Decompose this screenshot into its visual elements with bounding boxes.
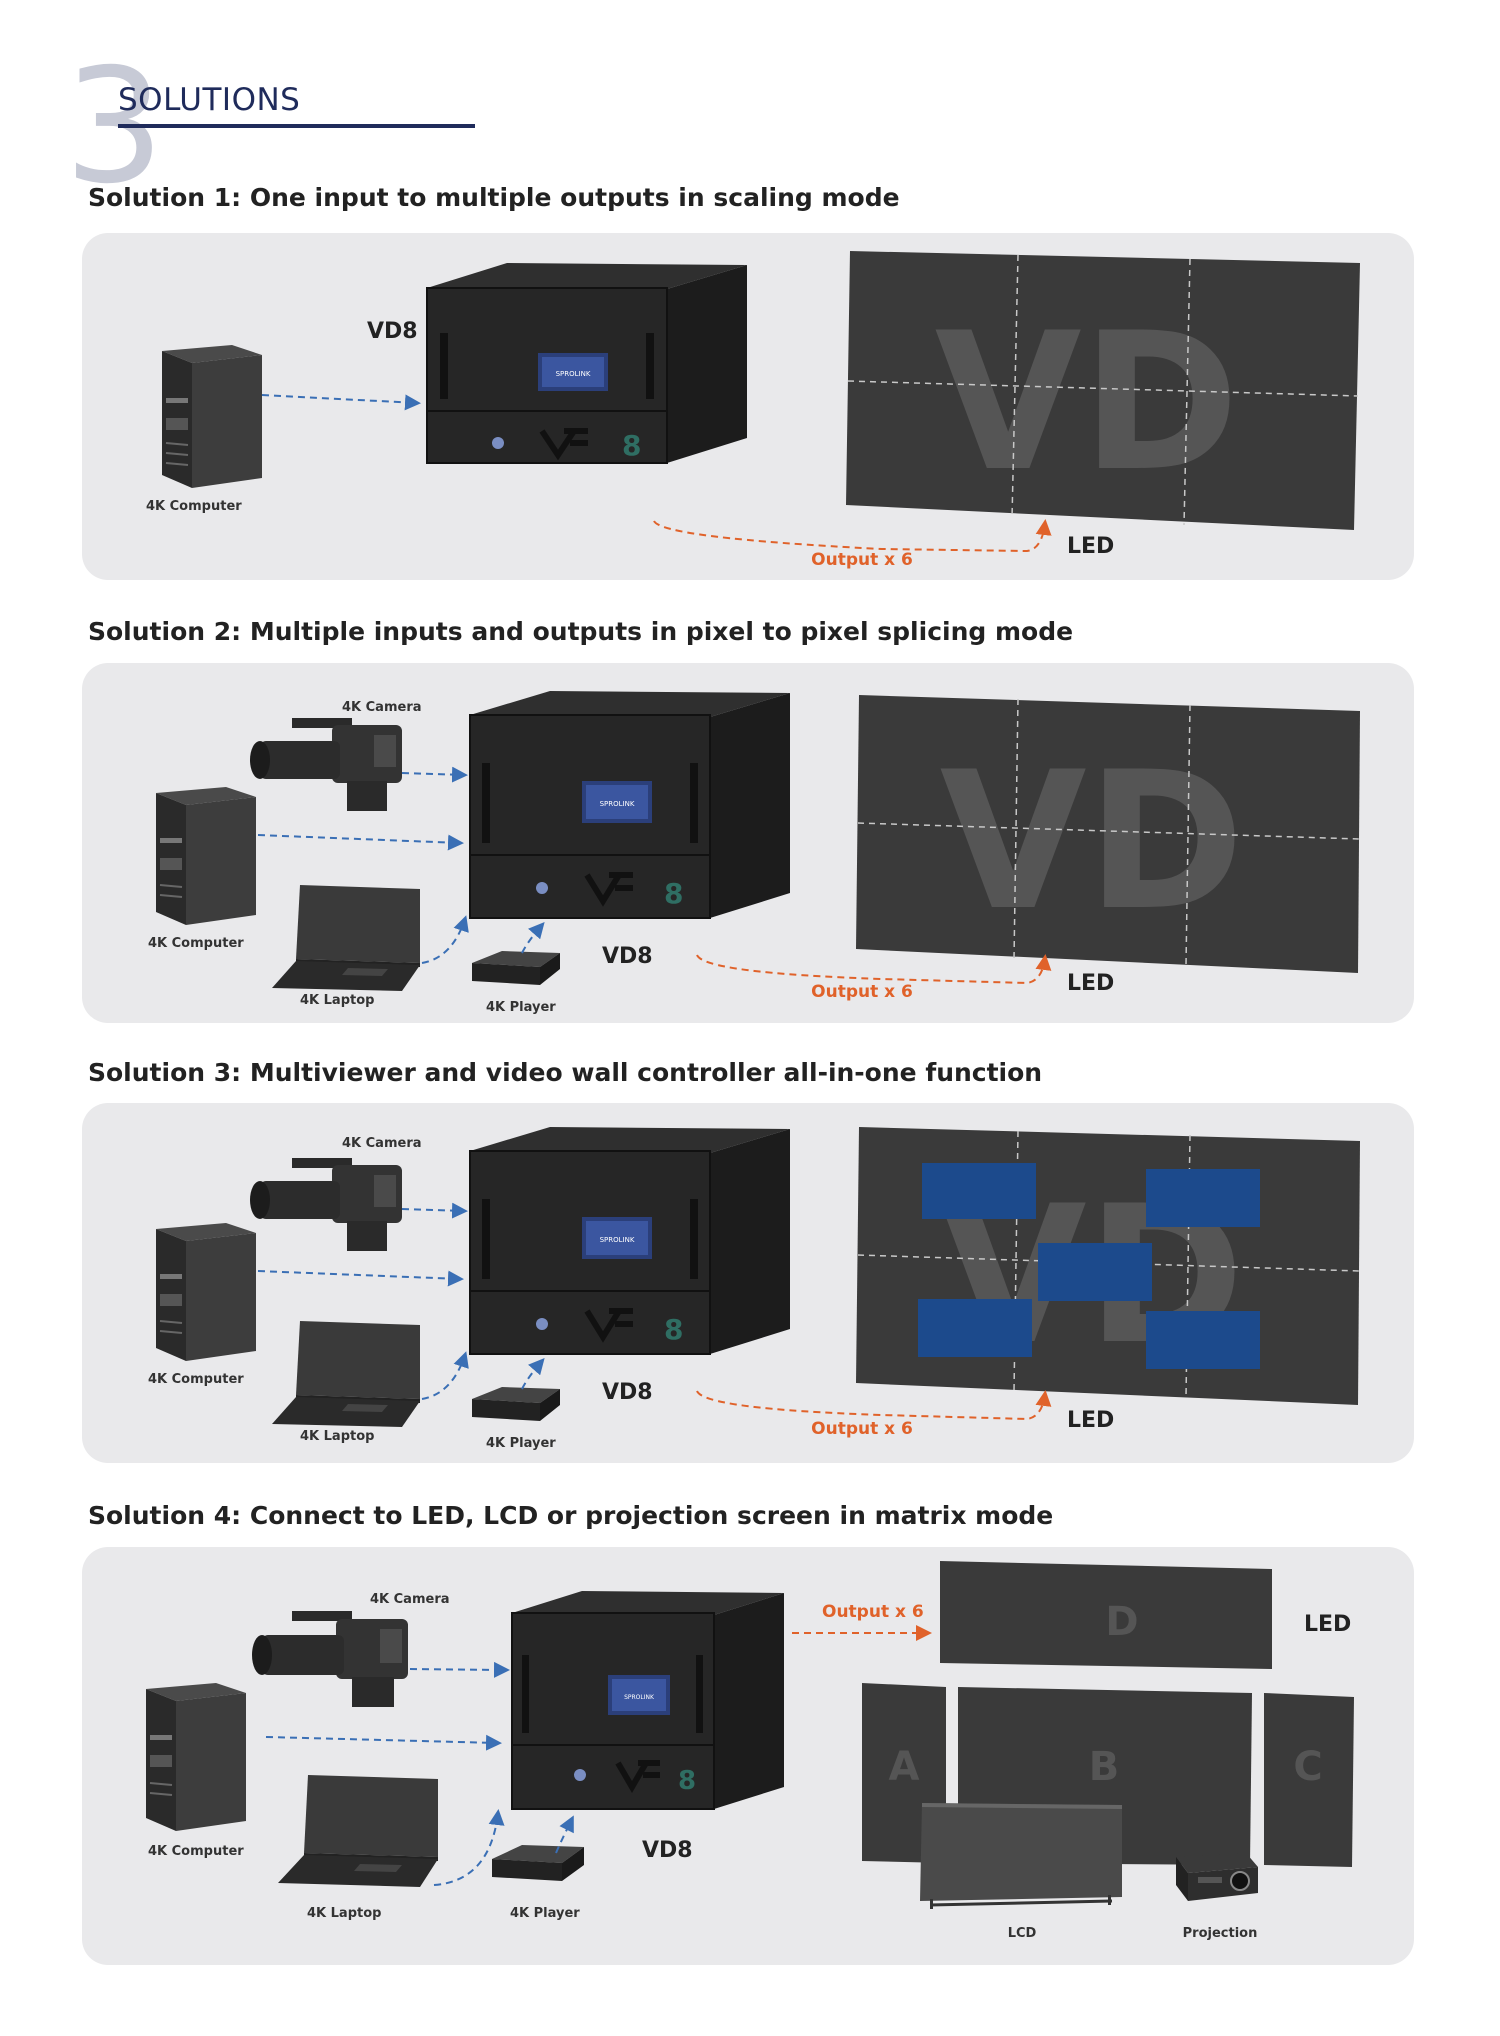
rack-controller-icon: SPROLINK 8 (511, 1591, 784, 1810)
media-player-icon (472, 1387, 560, 1421)
source-label-4k-camera: 4K Camera (342, 1136, 422, 1151)
lcd-label: LCD (1008, 1926, 1037, 1941)
computer-tower-icon (156, 787, 256, 925)
solution-1-heading: Solution 1: One input to multiple output… (88, 183, 900, 212)
device-label-vd8: VD8 (367, 319, 418, 344)
lcd-display-icon (920, 1803, 1122, 1909)
svg-text:8: 8 (622, 429, 641, 462)
device-brand: SPROLINK (624, 1694, 655, 1701)
rack-controller-icon: SPROLINK 8 (469, 1127, 790, 1355)
projector-icon (1176, 1853, 1258, 1901)
source-label-4k-computer: 4K Computer (148, 1372, 244, 1387)
led-wall-icon: VD (846, 251, 1360, 530)
solution-2-heading: Solution 2: Multiple inputs and outputs … (88, 617, 1074, 646)
computer-tower-icon (146, 1683, 246, 1831)
multiview-window (922, 1163, 1036, 1219)
solution-4-diagram: 4K Camera 4K Computer 4K Laptop 4K Playe… (146, 1561, 1354, 1941)
svg-text:8: 8 (678, 1766, 696, 1796)
solution-3-panel: 4K Camera 4K Computer 4K Laptop 4K Playe… (82, 1103, 1414, 1463)
multiview-window (918, 1299, 1032, 1357)
solution-4-panel: 4K Camera 4K Computer 4K Laptop 4K Playe… (82, 1547, 1414, 1965)
svg-text:B: B (1089, 1744, 1120, 1790)
source-label-4k-player: 4K Player (486, 1000, 556, 1015)
solution-3-diagram: 4K Camera 4K Computer 4K Laptop 4K Playe… (148, 1127, 1360, 1451)
svg-text:A: A (889, 1744, 920, 1790)
solution-4-heading: Solution 4: Connect to LED, LCD or proje… (88, 1501, 1054, 1530)
section-title: SOLUTIONS (118, 82, 301, 118)
source-label-4k-laptop: 4K Laptop (300, 993, 374, 1008)
led-screen-d: D (940, 1561, 1272, 1669)
source-label-4k-computer: 4K Computer (148, 936, 244, 951)
source-label-4k-laptop: 4K Laptop (300, 1429, 374, 1444)
laptop-icon (272, 1321, 420, 1427)
solution-3-heading: Solution 3: Multiviewer and video wall c… (88, 1058, 1043, 1087)
source-label-4k-player: 4K Player (510, 1906, 580, 1921)
laptop-icon (272, 885, 420, 991)
device-label-vd8: VD8 (602, 944, 653, 969)
rack-controller-icon: SPROLINK 8 (426, 263, 747, 464)
led-wall-icon: VD (856, 1127, 1360, 1405)
led-wall-watermark: VD (935, 292, 1240, 513)
led-wall-icon: VD (856, 695, 1360, 973)
device-brand: SPROLINK (600, 800, 635, 808)
svg-text:8: 8 (664, 877, 683, 910)
video-camera-icon (252, 1611, 408, 1707)
device-label-vd8: VD8 (602, 1380, 653, 1405)
screen-label-led: LED (1304, 1612, 1351, 1637)
screen-label-led: LED (1067, 534, 1114, 559)
output-label: Output x 6 (811, 1419, 913, 1439)
rack-controller-icon: SPROLINK 8 (469, 691, 790, 919)
device-brand: SPROLINK (556, 370, 591, 378)
laptop-icon (278, 1775, 438, 1887)
multiview-window (1038, 1243, 1152, 1301)
svg-text:C: C (1293, 1744, 1322, 1790)
output-label: Output x 6 (811, 982, 913, 1002)
projection-label: Projection (1183, 1926, 1258, 1941)
svg-text:D: D (1105, 1599, 1138, 1645)
source-label-4k-camera: 4K Camera (342, 700, 422, 715)
multiview-window (1146, 1311, 1260, 1369)
solution-2-diagram: 4K Camera 4K Computer 4K Laptop (148, 691, 1360, 1015)
section-title-rule (118, 124, 475, 128)
source-label-4k-computer: 4K Computer (146, 499, 242, 514)
source-label-4k-camera: 4K Camera (370, 1592, 450, 1607)
led-wall-watermark: VD (940, 731, 1245, 952)
source-label-4k-laptop: 4K Laptop (307, 1906, 381, 1921)
media-player-icon (492, 1845, 584, 1881)
video-camera-icon (250, 1158, 402, 1251)
screen-label-led: LED (1067, 971, 1114, 996)
solution-1-diagram: 4K Computer SPROLINK 8 VD8 VD (146, 251, 1360, 570)
solution-1-panel: 4K Computer SPROLINK 8 VD8 VD (82, 233, 1414, 580)
device-brand: SPROLINK (600, 1236, 635, 1244)
output-label: Output x 6 (822, 1602, 924, 1622)
computer-tower-icon (156, 1223, 256, 1361)
media-player-icon (472, 951, 560, 985)
solution-2-panel: 4K Camera 4K Computer 4K Laptop (82, 663, 1414, 1023)
led-screen-c: C (1264, 1693, 1354, 1867)
video-camera-icon (250, 718, 402, 811)
device-label-vd8: VD8 (642, 1838, 693, 1863)
svg-text:8: 8 (664, 1313, 683, 1346)
source-label-4k-player: 4K Player (486, 1436, 556, 1451)
source-label-4k-computer: 4K Computer (148, 1844, 244, 1859)
output-label: Output x 6 (811, 550, 913, 570)
computer-tower-icon (162, 345, 262, 488)
multiview-window (1146, 1169, 1260, 1227)
screen-label-led: LED (1067, 1408, 1114, 1433)
